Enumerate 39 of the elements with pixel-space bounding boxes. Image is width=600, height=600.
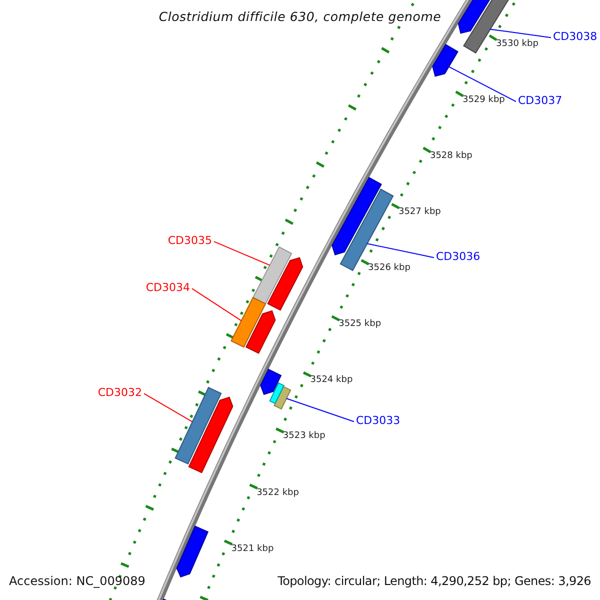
- diagram-title: Clostridium difficile 630, complete genome: [158, 9, 442, 24]
- scale-label: 3528 kbp: [430, 151, 472, 162]
- gene-label: CD3037: [518, 94, 562, 108]
- scale-label: 3522 kbp: [256, 488, 299, 498]
- gene-feature: [267, 257, 304, 311]
- scale-label: 3524 kbp: [310, 375, 353, 386]
- gene-feature: [332, 176, 382, 256]
- leader-line: [490, 28, 552, 38]
- leader-line: [448, 66, 516, 102]
- scale-label: 3521 kbp: [231, 544, 274, 554]
- gene-label: CD3035: [168, 234, 212, 248]
- gene-feature: [274, 386, 292, 410]
- gene-feature: [252, 246, 292, 304]
- gene-feature: [340, 188, 394, 272]
- scale-label: 3527 kbp: [398, 207, 441, 218]
- gene-feature: [230, 296, 266, 348]
- leader-line: [214, 241, 270, 266]
- scale-label: 3530 kbp: [496, 38, 538, 50]
- leader-line: [144, 393, 193, 422]
- gene-feature: [245, 310, 276, 354]
- gene-label: CD3032: [98, 386, 142, 400]
- gene-label: CD3034: [146, 281, 190, 294]
- gene-label: CD3038: [553, 30, 598, 44]
- scale-label: 3529 kbp: [462, 94, 505, 106]
- gene-feature: [260, 368, 282, 396]
- gene-feature: [188, 396, 234, 474]
- leader-line: [192, 288, 242, 322]
- gene-label: CD3033: [356, 414, 400, 428]
- accession-text: Accession: NC_009089: [9, 574, 146, 588]
- scale-label: 3523 kbp: [282, 431, 326, 442]
- scale-label: 3526 kbp: [368, 263, 410, 274]
- gene-feature: [174, 386, 222, 465]
- scale-label: 3525 kbp: [338, 319, 382, 330]
- gene-label: CD3036: [436, 250, 480, 264]
- gene-feature: [176, 526, 209, 578]
- gene-feature: [269, 382, 285, 404]
- genome-stats-text: Topology: circular; Length: 4,290,252 bp; Genes: 3,926: [278, 574, 591, 588]
- gene-feature: [432, 44, 458, 77]
- leader-line: [366, 243, 434, 258]
